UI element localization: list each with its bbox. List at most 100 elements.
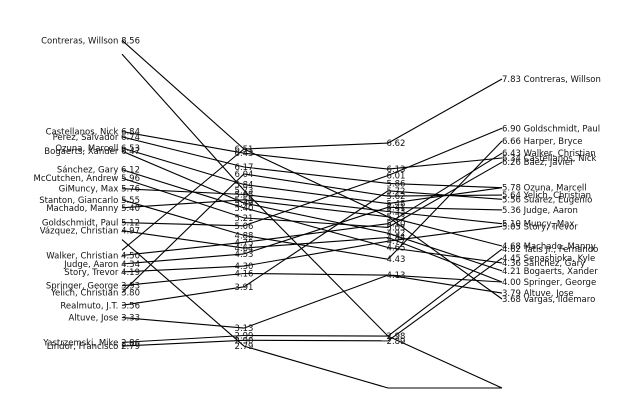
series-15-segment-1 (243, 272, 389, 276)
column2-label-12: 4.88 (235, 231, 254, 241)
right-label-0: 7.83 Contreras, Willson (502, 75, 601, 85)
series-8-segment-0 (121, 199, 245, 236)
series-2-segment-1 (243, 166, 389, 184)
series-23-segment-0 (121, 148, 245, 251)
series-19-segment-1 (243, 334, 389, 337)
series-18-segment-1 (243, 274, 389, 329)
series-12-segment-2 (387, 152, 503, 225)
column3-label-8: 5.33 (387, 208, 406, 218)
left-label-20: Lindor, Francisco 2.79 (47, 342, 140, 352)
column3-label-7: 5.41 (387, 203, 406, 213)
series-17-segment-0 (121, 286, 245, 306)
column2-label-11: 5.06 (235, 222, 254, 232)
right-label-9: 5.36 Judge, Aaron (502, 206, 578, 216)
column2-label-3: 6.04 (235, 170, 254, 180)
left-label-18: Altuve, Jose 3.33 (68, 314, 140, 324)
series-0-segment-2 (387, 78, 503, 144)
series-6-segment-1 (243, 217, 389, 228)
series-7-segment-2 (387, 210, 503, 225)
column2-label-22: 2.79 (235, 342, 254, 352)
series-18-segment-0 (121, 316, 245, 329)
series-10-segment-2 (387, 127, 503, 177)
right-label-8: 5.56 Suárez, Eugenio (502, 195, 592, 205)
column3-label-12: 4.92 (387, 229, 406, 239)
column3-label-3: 5.86 (387, 179, 406, 189)
column2-label-0: 6.51 (235, 145, 254, 155)
series-13-segment-1 (243, 206, 389, 255)
left-label-17: Realmuto, J.T. 3.56 (60, 301, 140, 311)
series-14-segment-1 (243, 240, 389, 267)
left-label-2: Perez, Salvador 6.74 (53, 133, 140, 143)
series-15-segment-2 (387, 274, 503, 283)
column3-label-19: 2.89 (387, 337, 406, 347)
series-6-segment-0 (121, 177, 245, 219)
series-19-segment-0 (121, 334, 245, 343)
left-label-16: Yelich, Christian 3.80 (50, 289, 140, 299)
column2-label-2: 6.17 (235, 163, 254, 173)
right-label-12: 4.68 Machado, Manny (502, 242, 596, 252)
series-9-segment-2 (387, 216, 503, 247)
series-13-segment-0 (121, 253, 245, 265)
left-label-15: Springer, George 3.93 (46, 282, 140, 292)
left-label-0: Contreras, Willson 8.56 (41, 36, 140, 46)
column3-label-9: 5.23 (387, 213, 406, 223)
right-label-14: 4.45 Senashioka, Kyle (502, 254, 595, 264)
left-label-4: Bogaerts, Xander 6.47 (44, 147, 140, 157)
series-5-segment-0 (121, 169, 245, 209)
series-22-segment-0 (121, 239, 245, 347)
series-10-segment-0 (121, 222, 245, 227)
series-4-segment-0 (121, 150, 245, 204)
series-16-segment-1 (243, 173, 389, 197)
left-label-13: Judge, Aaron 4.34 (63, 260, 140, 270)
column3-label-0: 6.62 (387, 139, 406, 149)
column2-label-10: 5.21 (235, 214, 254, 224)
column2-label-4: 5.84 (235, 181, 254, 191)
series-7-segment-1 (243, 193, 389, 213)
column2-label-20: 2.99 (235, 332, 254, 342)
column3-label-13: 4.84 (387, 234, 406, 244)
left-label-8: Stanton, Giancarlo 5.55 (39, 196, 140, 206)
column3-label-14: 4.77 (387, 237, 406, 247)
series-16-segment-0 (121, 173, 245, 293)
left-label-5: Sánchez, Gary 6.12 (57, 166, 140, 176)
series-11-segment-2 (387, 236, 503, 283)
left-label-10: Goldschmidt, Paul 5.12 (42, 219, 140, 229)
series-2-segment-2 (387, 182, 503, 189)
left-label-14: Story, Trevor 4.19 (64, 268, 140, 278)
left-label-11: Vázquez, Christian 4.97 (40, 227, 140, 237)
series-1-segment-1 (243, 152, 389, 170)
series-20-segment-0 (121, 339, 245, 347)
column2-label-15: 4.53 (235, 250, 254, 260)
right-label-6: 5.78 Ozuna, Marcell (502, 184, 587, 194)
column2-label-21: 2.90 (235, 336, 254, 346)
series-18-segment-2 (387, 274, 503, 294)
series-9-segment-0 (121, 199, 245, 209)
left-label-19: Yastrzemski, Mike 2.86 (42, 338, 140, 348)
column3-label-2: 6.01 (387, 172, 406, 182)
series-13-segment-2 (387, 206, 503, 211)
column2-label-5: 5.73 (235, 186, 254, 196)
column3-label-15: 4.65 (387, 244, 406, 254)
column2-label-7: 5.55 (235, 196, 254, 206)
series-2-segment-0 (121, 136, 245, 168)
right-label-13: 4.62 Tatis Jr., Fernando (502, 245, 598, 255)
right-label-1: 6.90 Goldschmidt, Paul (502, 124, 600, 134)
series-10-segment-1 (243, 174, 389, 227)
series-5-segment-2 (387, 246, 503, 264)
series-0-segment-1 (243, 142, 389, 150)
left-label-1: Castellanos, Nick 6.84 (46, 128, 140, 138)
column2-label-19: 3.13 (235, 324, 254, 334)
column2-label-18: 3.91 (235, 283, 254, 293)
series-21-segment-0 (121, 53, 245, 191)
column2-label-14: 4.64 (235, 244, 254, 254)
right-label-5: 6.26 Báez, Javier (502, 158, 574, 168)
column2-label-6: 5.65 (235, 191, 254, 201)
series-14-segment-2 (387, 225, 503, 242)
left-label-9: Machado, Manny 5.40 (46, 204, 140, 214)
column3-label-10: 5.10 (387, 220, 406, 230)
series-23-segment-1 (243, 148, 389, 218)
column3-label-4: 5.72 (387, 187, 406, 197)
series-17-segment-2 (387, 190, 503, 200)
left-label-12: Walker, Christian 4.50 (46, 252, 140, 262)
